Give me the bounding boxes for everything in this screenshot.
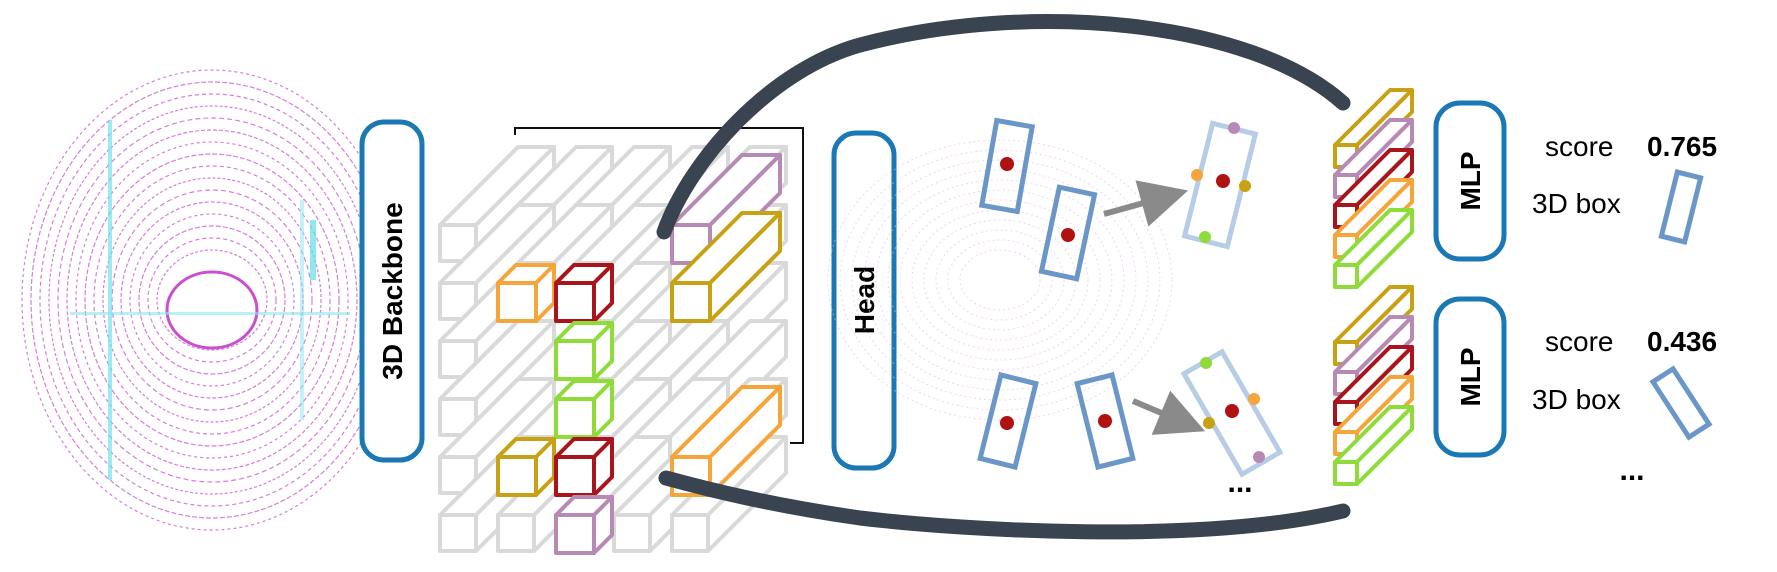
score-value: 0.436 <box>1647 326 1717 357</box>
feature-voxel <box>670 385 782 497</box>
feature-voxel <box>554 263 614 323</box>
proposal-box <box>978 117 1036 215</box>
outputs-ellipsis: ... <box>1619 454 1644 487</box>
score-value: 0.765 <box>1647 131 1717 162</box>
sampling-arrow <box>1103 180 1189 227</box>
mlp-module-top: MLP <box>1433 100 1507 262</box>
feature-cube <box>1333 405 1414 486</box>
mlp-label: MLP <box>1455 347 1486 406</box>
score-label: score <box>1545 326 1613 357</box>
feature-voxel <box>554 495 614 555</box>
feature-voxel <box>670 211 782 323</box>
proposal-box <box>1038 184 1098 282</box>
feature-stack-top <box>1333 88 1414 289</box>
sampling-arrow <box>1131 390 1206 435</box>
feature-voxel <box>554 437 614 497</box>
feature-stack-bottom <box>1333 285 1414 486</box>
feature-voxel-grid <box>438 127 804 555</box>
backbone-module: 3D Backbone <box>359 119 425 463</box>
feature-voxel <box>554 379 614 439</box>
proposal-box <box>1074 371 1136 471</box>
box-label: 3D box <box>1532 188 1621 219</box>
feedback-arrow-bottom <box>658 470 1351 540</box>
mlp-label: MLP <box>1455 151 1486 210</box>
mlp-module-bottom: MLP <box>1433 296 1507 458</box>
output-box-icon <box>1658 169 1704 245</box>
backbone-label: 3D Backbone <box>377 202 408 379</box>
output-top: score 0.765 3D box <box>1532 131 1717 245</box>
feature-voxel <box>496 263 556 323</box>
lidar-point-cloud <box>21 69 403 531</box>
keypoint-box <box>1181 120 1259 250</box>
output-box-icon <box>1649 365 1713 441</box>
bev-background <box>827 139 1173 421</box>
output-bottom: score 0.436 3D box <box>1532 326 1717 441</box>
feedback-arrow-top <box>656 14 1351 240</box>
score-label: score <box>1545 131 1613 162</box>
feature-voxel <box>554 321 614 381</box>
feature-cube <box>1333 208 1414 289</box>
box-label: 3D box <box>1532 384 1621 415</box>
proposal-box <box>977 371 1039 471</box>
head-module: Head <box>831 130 897 471</box>
proposals-ellipsis: ... <box>1227 466 1252 499</box>
keypoint-box <box>1180 348 1284 478</box>
feature-voxel <box>496 437 556 497</box>
